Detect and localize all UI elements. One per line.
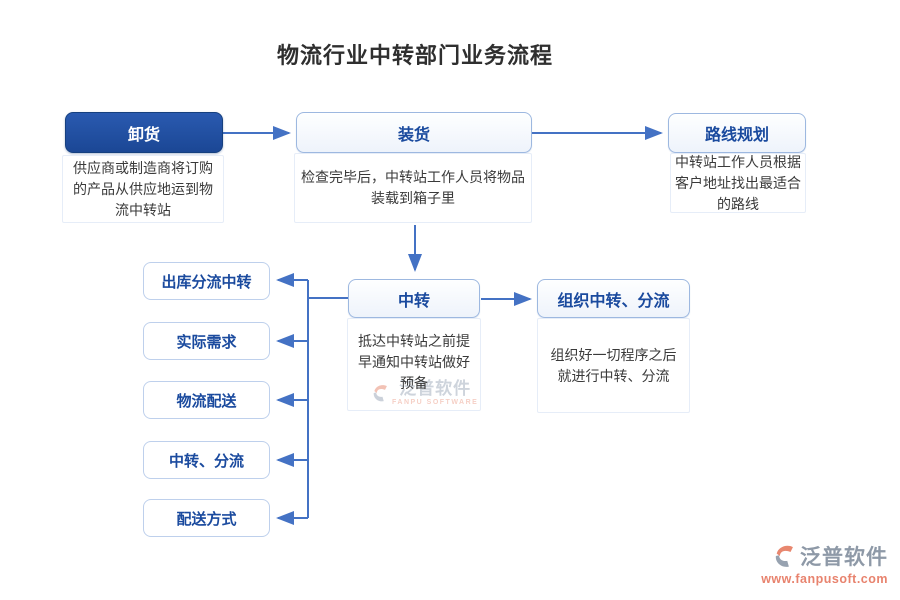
left-item-transit-split[interactable]: 中转、分流 (143, 441, 270, 479)
desc-route-planning: 中转站工作人员根据客户地址找出最适合的路线 (670, 153, 806, 213)
node-route-planning[interactable]: 路线规划 (668, 113, 806, 153)
node-unload[interactable]: 卸货 (65, 112, 223, 153)
brand-footer: 泛普软件 www.fanpusoft.com (761, 541, 888, 586)
desc-transit: 抵达中转站之前提早通知中转站做好预备 泛普软件 FANPU SOFTWARE (347, 318, 481, 411)
left-item-outbound-split-transit[interactable]: 出库分流中转 (143, 262, 270, 300)
desc-unload: 供应商或制造商将订购的产品从供应地运到物流中转站 (62, 155, 224, 223)
watermark-subtitle: FANPU SOFTWARE (392, 399, 479, 406)
desc-transit-text: 抵达中转站之前提早通知中转站做好预备 (358, 333, 470, 391)
node-organize[interactable]: 组织中转、分流 (537, 279, 690, 318)
desc-route-text: 中转站工作人员根据客户地址找出最适合的路线 (675, 153, 801, 212)
desc-organize-text: 组织好一切程序之后就进行中转、分流 (550, 346, 677, 384)
left-item-logistics-delivery[interactable]: 物流配送 (143, 381, 270, 419)
desc-organize: 组织好一切程序之后就进行中转、分流 (537, 318, 690, 413)
brand-name: 泛普软件 (800, 546, 888, 569)
page-title: 物流行业中转部门业务流程 (276, 43, 553, 68)
left-item-actual-demand[interactable]: 实际需求 (143, 322, 270, 360)
desc-load-text: 检查完毕后，中转站工作人员将物品装载到箱子里 (301, 169, 525, 206)
desc-load: 检查完毕后，中转站工作人员将物品装载到箱子里 (294, 153, 532, 223)
fanpu-logo-icon (775, 545, 793, 567)
node-load[interactable]: 装货 (296, 112, 532, 153)
left-item-delivery-method[interactable]: 配送方式 (143, 499, 270, 537)
brand-url[interactable]: www.fanpusoft.com (761, 572, 888, 586)
desc-unload-text: 供应商或制造商将订购的产品从供应地运到物流中转站 (73, 159, 213, 218)
node-transit[interactable]: 中转 (348, 279, 480, 318)
